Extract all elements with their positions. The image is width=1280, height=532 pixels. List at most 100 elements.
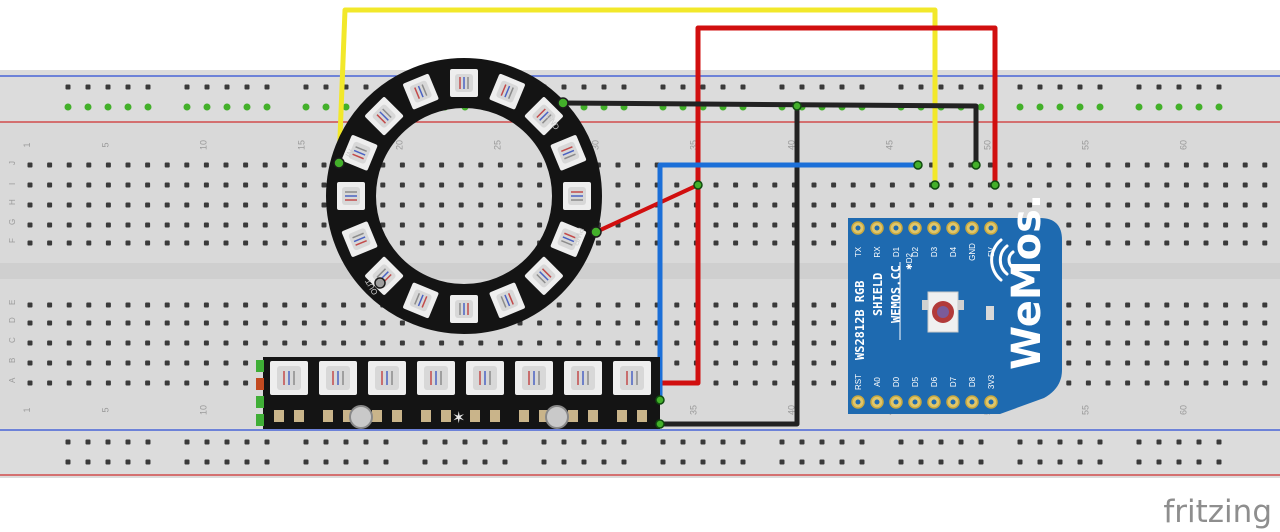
shield-pin-label-top: D4 [949,246,958,257]
ring-led [489,282,525,319]
neopixel-stick: ✶ [256,357,665,429]
shield-pin-label-top: RX [873,246,882,258]
stick-leds [270,361,651,422]
column-number-top: 15 [296,140,306,150]
stick-led [270,361,308,422]
ring-leds [337,69,591,323]
shield-pin-label-bottom: D6 [930,376,939,387]
blue-wire [657,162,921,403]
wemos-logo: WeMos. [1004,194,1050,370]
wire-endpoints [693,101,1000,190]
ring-led [403,282,439,319]
ring-pin-gnd-pad [557,97,569,109]
ring-led [341,221,378,257]
stick-pin-din [655,395,665,405]
red-wire-power [657,25,998,386]
ring-led [403,73,439,110]
stick-led [417,361,455,422]
neopixel-ring: IN GND PWR OUT [326,58,602,334]
row-letter: E [8,300,17,305]
ring-led [337,182,365,210]
stick-led [368,361,406,422]
yellow-wire [336,7,938,188]
row-letter: D [8,317,17,323]
shield-pin-label-bottom: D5 [911,376,920,387]
shield-pin-label-bottom: RST [854,374,863,390]
stick-mount-hole-left [349,405,373,429]
shield-pin-label-top: D3 [930,246,939,257]
shield-pin-label-top: D1 [892,246,901,257]
stick-led [515,361,553,422]
column-number-bottom: 5 [100,407,110,412]
column-number-top: 1 [22,142,32,147]
column-number-bottom: 60 [1178,405,1188,415]
ring-led [563,182,591,210]
breadboard-bottom-rail [0,428,1280,478]
ring-pin-out-pad [374,277,386,289]
column-number-bottom: 40 [786,405,796,415]
stick-led [564,361,602,422]
stick-led [613,361,651,422]
row-letter: B [8,358,17,363]
black-wire-ground [657,103,800,427]
shield-pin-label-bottom: D7 [949,376,958,387]
stick-mount-hole-right [545,405,569,429]
ring-led [341,135,378,171]
ring-pin-in: IN [344,147,356,159]
shield-pin-label-top: TX [854,246,863,257]
ring-led [524,256,563,295]
column-number-top: 5 [100,142,110,147]
shield-pin-label-bottom: 3V3 [987,374,996,389]
column-number-top: 20 [394,140,404,150]
row-letter: A [8,377,17,383]
column-number-top: 50 [982,140,992,150]
breadboard-top-rail [0,70,1280,122]
column-number-top: 60 [1178,140,1188,150]
shield-pin-label-top: GND [968,243,977,261]
column-number-bottom: 1 [22,407,32,412]
column-number-top: 10 [198,140,208,150]
stick-star-icon: ✶ [452,410,465,427]
red-wire-ring [594,183,700,234]
row-letter: I [8,183,17,185]
ring-led [524,97,563,136]
row-letter: J [8,161,17,165]
wifi-icon [990,238,1015,282]
shield-title-line-1: WS2812B RGB [853,281,867,360]
shield-d2-marker: ✱D2 [905,253,914,270]
stick-pin-gnd [655,419,665,429]
ring-led [365,97,404,136]
shield-title-line-2: SHIELD [871,273,885,316]
shield-pin-label-bottom: D8 [968,376,977,387]
ring-led [365,256,404,295]
column-number-top: 55 [1080,140,1090,150]
ring-pin-in-pad [333,157,345,169]
column-number-bottom: 10 [198,405,208,415]
column-number-bottom: 55 [1080,405,1090,415]
ring-led [450,295,478,323]
fritzing-logo: fritzing [1163,494,1272,530]
ring-led [550,135,587,171]
breadboard-center-channel [0,263,1280,279]
row-letter: C [8,337,17,343]
ring-led [550,221,587,257]
shield-pin-label-bottom: A0 [873,377,882,387]
stick-led [319,361,357,422]
black-wire [560,100,979,168]
shield-pin-label-top: D2 [911,246,920,257]
ring-pin-pwr-pad [590,226,602,238]
shield-title-line-3: WEMOS.CC [889,265,903,323]
row-letter: F [8,238,17,243]
column-number-top: 30 [590,140,600,150]
column-number-bottom: 35 [688,405,698,415]
shield-pin-label-bottom: D0 [892,376,901,387]
ring-led [450,69,478,97]
wires [336,7,998,427]
row-letter: H [8,199,17,205]
column-number-top: 40 [786,140,796,150]
column-number-top: 45 [884,140,894,150]
column-number-top: 25 [492,140,502,150]
